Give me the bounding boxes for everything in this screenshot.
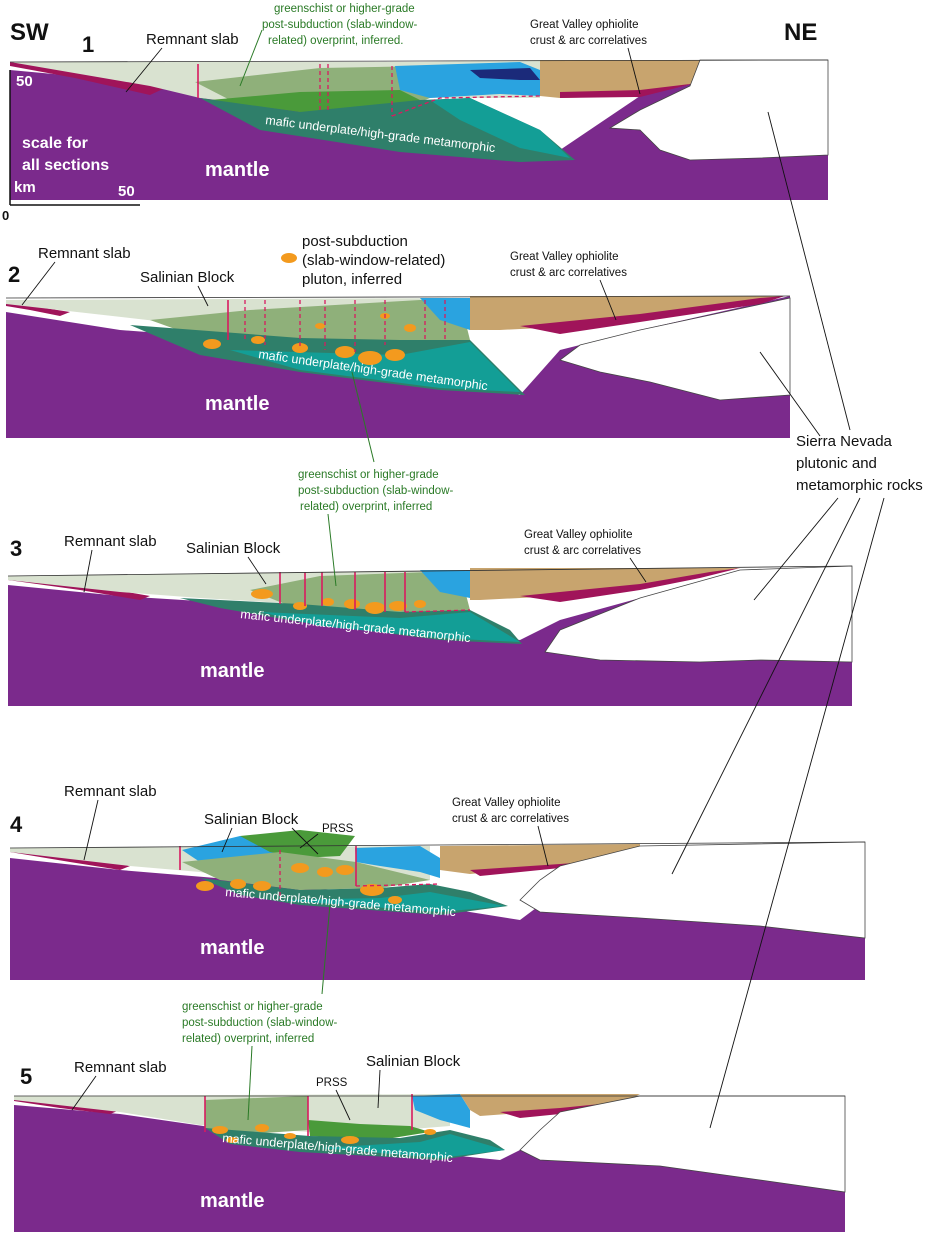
section-number-3: 3 [10, 536, 22, 561]
mantle-label-1: mantle [205, 159, 269, 181]
section-2 [5, 295, 791, 438]
plutons-5 [212, 1124, 436, 1144]
section-number-1: 1 [82, 32, 94, 57]
scale-tick-origin: 0 [2, 208, 9, 223]
scale-tick-top: 50 [16, 73, 33, 90]
mantle-label-5: mantle [200, 1190, 264, 1212]
overprint-annotation-3: greenschist or higher-grade post-subduct… [298, 371, 453, 587]
section-1 [9, 59, 829, 200]
svg-text:Sierra Nevada: Sierra Nevada [796, 433, 893, 450]
section-number-5: 5 [20, 1064, 32, 1089]
prss-label-4: PRSS [322, 823, 354, 835]
svg-text:greenschist or higher-grade: greenschist or higher-grade [182, 1001, 323, 1013]
salinian-label-3: Salinian Block [186, 540, 281, 557]
remnant-slab-label-1: Remnant slab [146, 31, 239, 48]
plutons-2 [203, 313, 416, 365]
remnant-slab-label-3: Remnant slab [64, 533, 157, 550]
svg-text:post-subduction (slab-window-: post-subduction (slab-window- [262, 19, 417, 31]
green-cap-4 [240, 830, 355, 858]
plutons-4 [196, 863, 402, 904]
svg-text:crust & arc correlatives: crust & arc correlatives [524, 545, 641, 557]
svg-text:Great Valley ophiolite: Great Valley ophiolite [452, 797, 560, 809]
svg-text:Great Valley ophiolite: Great Valley ophiolite [510, 251, 618, 263]
great-valley-label-1: Great Valley ophiolite crust & arc corre… [530, 19, 647, 95]
remnant-slab-label-5: Remnant slab [74, 1059, 167, 1076]
svg-text:(slab-window-related): (slab-window-related) [302, 252, 445, 269]
scale-label-line2: all sections [22, 157, 109, 174]
svg-text:pluton, inferred: pluton, inferred [302, 271, 402, 288]
overprint-annotation-1: greenschist or higher-grade post-subduct… [239, 3, 417, 87]
salinian-label-5: Salinian Block [366, 1053, 461, 1070]
svg-text:crust & arc correlatives: crust & arc correlatives [530, 35, 647, 47]
svg-text:related) overprint, inferred.: related) overprint, inferred. [268, 35, 404, 47]
svg-text:post-subduction (slab-window-: post-subduction (slab-window- [298, 485, 453, 497]
svg-text:related) overprint, inferred: related) overprint, inferred [182, 1033, 314, 1045]
remnant-slab-label-2: Remnant slab [38, 245, 131, 262]
blue-nappe-4b [355, 846, 440, 878]
blue-nappe-3 [420, 570, 470, 598]
great-valley-crust-5 [460, 1094, 640, 1116]
overprint-annotation-5: greenschist or higher-grade post-subduct… [182, 903, 337, 1121]
navy-band-1 [470, 68, 540, 80]
blue-nappe-5 [412, 1094, 470, 1128]
compass-ne: NE [784, 19, 817, 46]
scale-bar: 50 50 0 km scale for all sections [2, 70, 140, 223]
remnant-slab-label-4: Remnant slab [64, 783, 157, 800]
great-valley-crust-3 [470, 568, 740, 600]
greenschist-zone-5 [205, 1096, 308, 1134]
great-valley-crust-2 [470, 296, 785, 330]
great-valley-base-3 [520, 568, 740, 602]
svg-text:metamorphic rocks: metamorphic rocks [796, 477, 923, 494]
section-number-2: 2 [8, 262, 20, 287]
section-4 [9, 830, 866, 980]
remnant-slab-1 [10, 62, 165, 95]
teal-wedge-5 [320, 1134, 505, 1158]
scale-label: scale for all sections [22, 135, 109, 174]
great-valley-base-1 [560, 82, 700, 98]
svg-text:Great Valley ophiolite: Great Valley ophiolite [530, 19, 638, 31]
plutons-3 [251, 589, 426, 614]
great-valley-base-2 [520, 296, 785, 334]
section-number-4: 4 [10, 812, 23, 837]
teal-wedge-3 [260, 612, 520, 642]
great-valley-label-2: Great Valley ophiolite crust & arc corre… [510, 251, 627, 321]
compass-sw: SW [10, 19, 49, 46]
teal-wedge-2 [230, 342, 520, 392]
salinian-label-2: Salinian Block [140, 269, 235, 286]
prss-label-5: PRSS [316, 1077, 348, 1089]
sierra-nevada-label: Sierra Nevada plutonic and metamorphic r… [671, 111, 923, 1129]
svg-text:related) overprint, inferred: related) overprint, inferred [300, 501, 432, 513]
section-3 [7, 565, 853, 706]
blue-nappe-1 [395, 62, 540, 98]
svg-text:Great Valley ophiolite: Great Valley ophiolite [524, 529, 632, 541]
teal-wedge-1 [430, 98, 570, 158]
svg-text:post-subduction: post-subduction [302, 233, 408, 250]
great-valley-base-5 [500, 1098, 640, 1118]
mantle-label-4: mantle [200, 937, 264, 959]
svg-text:plutonic and: plutonic and [796, 455, 877, 472]
sierra-nevada-4 [519, 841, 866, 939]
salinian-label-4: Salinian Block [204, 811, 299, 828]
pluton-swatch [281, 253, 297, 263]
section-5 [14, 1094, 846, 1232]
scale-tick-right: 50 [118, 183, 135, 200]
mantle-label-2: mantle [205, 393, 269, 415]
scale-label-line1: scale for [22, 135, 88, 152]
sierra-nevada-2 [559, 297, 791, 401]
sierra-nevada-3 [544, 565, 853, 663]
svg-text:post-subduction (slab-window-: post-subduction (slab-window- [182, 1017, 337, 1029]
great-valley-label-3: Great Valley ophiolite crust & arc corre… [524, 529, 647, 583]
green-dark-band-5 [308, 1120, 430, 1140]
mantle-label-3: mantle [200, 660, 264, 682]
great-valley-label-4: Great Valley ophiolite crust & arc corre… [452, 797, 569, 867]
pluton-legend: post-subduction (slab-window-related) pl… [281, 233, 445, 288]
svg-text:greenschist or higher-grade: greenschist or higher-grade [298, 469, 439, 481]
svg-text:crust & arc correlatives: crust & arc correlatives [510, 267, 627, 279]
svg-text:greenschist or higher-grade: greenschist or higher-grade [274, 3, 415, 15]
svg-text:crust & arc correlatives: crust & arc correlatives [452, 813, 569, 825]
scale-unit: km [14, 179, 36, 196]
great-valley-crust-4 [440, 844, 640, 874]
